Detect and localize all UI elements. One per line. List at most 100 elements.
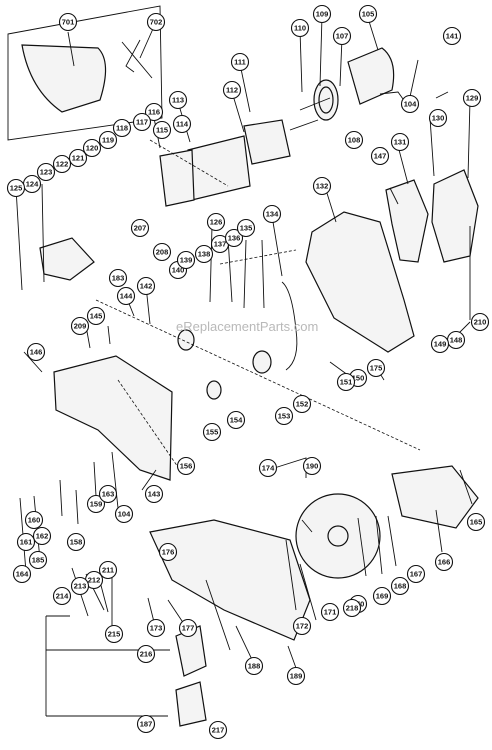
callout-number: 122: [56, 160, 69, 169]
callout-number: 159: [90, 500, 103, 509]
callout-130: 130: [428, 108, 448, 128]
callout-number: 150: [352, 374, 365, 383]
callout-circle: [226, 410, 246, 430]
callout-circle: [12, 564, 32, 584]
callout-177: 177: [178, 618, 198, 638]
callout-number: 117: [136, 118, 148, 127]
callout-circle: [244, 656, 264, 676]
callout-circle: [290, 18, 310, 38]
callout-circle: [16, 532, 36, 552]
callout-number: 185: [32, 556, 45, 565]
callout-114: 114: [172, 114, 192, 134]
callout-circle: [258, 458, 278, 478]
callout-number: 143: [148, 490, 161, 499]
callout-163: 163: [98, 484, 118, 504]
callout-number: 121: [72, 154, 85, 163]
callout-circle: [390, 576, 410, 596]
callout-number: 113: [172, 96, 184, 105]
callout-number: 154: [230, 416, 243, 425]
callout-104: 104: [400, 94, 420, 114]
callout-circle: [52, 586, 72, 606]
callout-132: 132: [312, 176, 332, 196]
callout-circle: [112, 118, 132, 138]
callout-number: 147: [374, 152, 387, 161]
callout-number: 140: [172, 266, 185, 275]
callout-circle: [230, 52, 250, 72]
callout-circle: [366, 358, 386, 378]
callout-159: 159: [86, 494, 106, 514]
callout-131: 131: [390, 132, 410, 152]
callout-152: 152: [292, 394, 312, 414]
callout-173: 173: [146, 618, 166, 638]
callout-circle: [462, 88, 482, 108]
callout-number: 114: [176, 120, 189, 129]
callout-circle: [224, 228, 244, 248]
callout-circle: [236, 218, 256, 238]
callout-circle: [98, 560, 118, 580]
callout-119: 119: [98, 130, 118, 150]
callout-214: 214: [52, 586, 72, 606]
callout-number: 129: [466, 94, 479, 103]
callout-circle: [152, 120, 172, 140]
callout-116: 116: [144, 102, 164, 122]
callout-circle: [428, 108, 448, 128]
callout-number: 190: [306, 462, 319, 471]
callout-117: 117: [132, 112, 152, 132]
callout-number: 218: [346, 604, 359, 613]
callout-number: 207: [134, 224, 147, 233]
callout-circle: [430, 334, 450, 354]
callout-147: 147: [370, 146, 390, 166]
callout-circle: [58, 12, 78, 32]
callout-number: 155: [206, 428, 219, 437]
callout-number: 160: [28, 516, 41, 525]
callout-166: 166: [434, 552, 454, 572]
callout-105: 105: [358, 4, 378, 24]
callout-number: 126: [210, 218, 223, 227]
callout-circle: [208, 720, 228, 740]
callout-142: 142: [136, 276, 156, 296]
callout-number: 188: [248, 662, 261, 671]
callout-circle: [400, 94, 420, 114]
callout-148: 148: [446, 330, 466, 350]
callout-circle: [82, 138, 102, 158]
callout-number: 165: [470, 518, 483, 527]
callout-number: 151: [340, 378, 353, 387]
callout-number: 189: [290, 672, 303, 681]
callout-number: 702: [150, 18, 163, 27]
callout-217: 217: [208, 720, 228, 740]
watermark-text: eReplacementParts.com: [176, 319, 318, 334]
callout-circle: [292, 616, 312, 636]
callout-circle: [442, 26, 462, 46]
callout-number: 152: [296, 400, 309, 409]
callout-number: 149: [434, 340, 447, 349]
callout-number: 130: [432, 114, 445, 123]
callout-circle: [302, 456, 322, 476]
callout-171: 171: [320, 602, 340, 622]
callout-number: 141: [446, 32, 459, 41]
callout-circle: [358, 4, 378, 24]
callout-number: 146: [30, 348, 43, 357]
callout-number: 124: [26, 180, 39, 189]
callout-circle: [114, 504, 134, 524]
callout-circle: [292, 394, 312, 414]
callout-122: 122: [52, 154, 72, 174]
callout-number: 104: [404, 100, 417, 109]
callout-174: 174: [258, 458, 278, 478]
callout-number: 125: [10, 184, 23, 193]
callout-number: 131: [394, 138, 407, 147]
callout-number: 109: [316, 10, 329, 19]
callout-number: 175: [370, 364, 383, 373]
callout-187: 187: [136, 714, 156, 734]
callout-circle: [32, 526, 52, 546]
callout-207: 207: [130, 218, 150, 238]
callout-number: 173: [150, 624, 163, 633]
callout-156: 156: [176, 456, 196, 476]
callout-number: 148: [450, 336, 463, 345]
callout-circle: [168, 90, 188, 110]
callout-circle: [116, 286, 136, 306]
callout-123: 123: [36, 162, 56, 182]
callout-circle: [104, 624, 124, 644]
callout-154: 154: [226, 410, 246, 430]
callout-number: 120: [86, 144, 99, 153]
callout-112: 112: [222, 80, 242, 100]
